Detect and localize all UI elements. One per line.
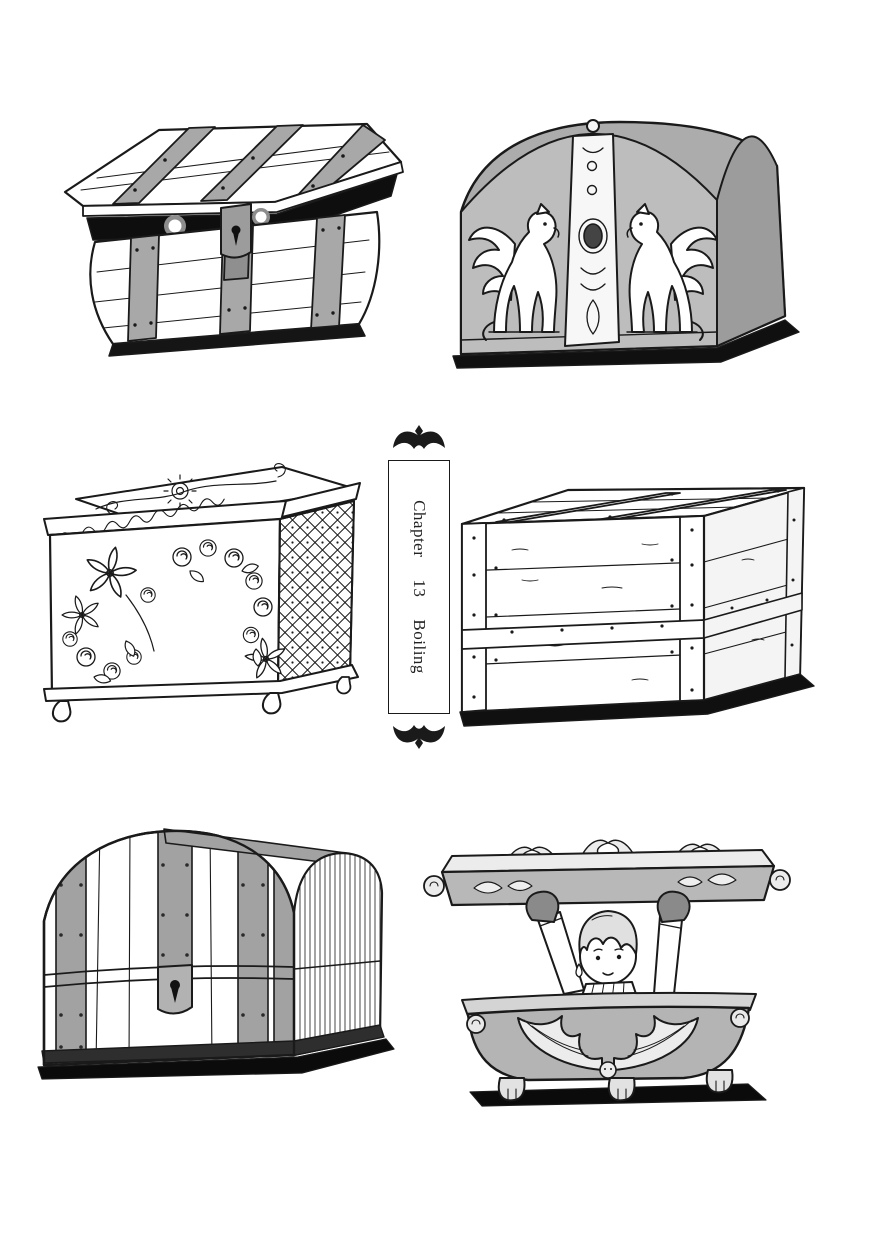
lifted-lid — [423, 839, 791, 907]
glowing-eyes — [164, 208, 270, 237]
plinth-and-feet — [43, 664, 359, 723]
sweat-drop — [575, 963, 583, 978]
front-outline — [42, 829, 296, 1067]
cherub-face — [599, 1061, 617, 1079]
boy-in-chest-illustration — [412, 808, 802, 1108]
chapter-title-block: Chapter 13 Boiling — [376, 424, 462, 764]
ornament-bottom — [393, 725, 445, 749]
side-face — [716, 135, 786, 347]
boy-lifting-lid — [525, 890, 691, 1003]
ornate-band — [564, 119, 620, 347]
winged-lion-chest-drawing — [452, 119, 800, 369]
floral-chest-illustration — [30, 445, 375, 735]
chapter-number: 13 — [410, 579, 429, 598]
open-gap — [86, 173, 398, 241]
chest-lid — [63, 122, 404, 217]
crate-front — [460, 514, 706, 714]
tub-chest — [461, 991, 757, 1082]
base-shadow — [37, 1038, 395, 1080]
claw-feet — [497, 1069, 734, 1102]
jewel — [583, 223, 603, 249]
rivets — [59, 863, 265, 1049]
boy-in-chest-drawing — [423, 839, 791, 1107]
left-glove — [525, 890, 560, 923]
front-face — [48, 517, 282, 699]
crate-side — [702, 486, 806, 702]
chapter-name: Boiling — [410, 619, 429, 674]
dome-chest-illustration — [30, 815, 395, 1105]
dome-chest-drawing — [37, 828, 395, 1080]
base-shadow — [452, 319, 800, 369]
wooden-crate-drawing — [459, 486, 815, 727]
right-glove — [656, 890, 691, 923]
winged-lion-chest-illustration — [445, 108, 835, 370]
flower-carvings — [57, 539, 290, 685]
daisy-carving — [163, 474, 197, 508]
mimic-chest-drawing — [63, 122, 404, 357]
nails — [472, 528, 694, 699]
lock-hasp — [157, 964, 193, 1015]
lattice-side — [277, 500, 355, 690]
front-planks — [95, 830, 263, 1065]
mimic-chest-illustration — [25, 100, 410, 365]
floral-chest-drawing — [43, 463, 361, 723]
base-shadow — [459, 673, 815, 727]
chapter-word: Chapter — [410, 500, 429, 558]
cornice — [43, 482, 361, 540]
chapter-title-box: Chapter 13 Boiling — [388, 460, 450, 714]
ornament-top — [393, 425, 445, 449]
chapter-title-text: Chapter 13 Boiling — [409, 500, 429, 674]
chest-body — [89, 210, 381, 346]
wooden-crate-illustration — [452, 460, 824, 746]
hatched-side — [292, 851, 384, 1057]
boy-hair — [578, 910, 638, 955]
lock-hasp — [220, 203, 252, 259]
crate-top — [460, 486, 806, 526]
base-shadow — [108, 323, 366, 357]
wing-carving — [517, 1015, 699, 1071]
metal-straps — [55, 830, 294, 1065]
